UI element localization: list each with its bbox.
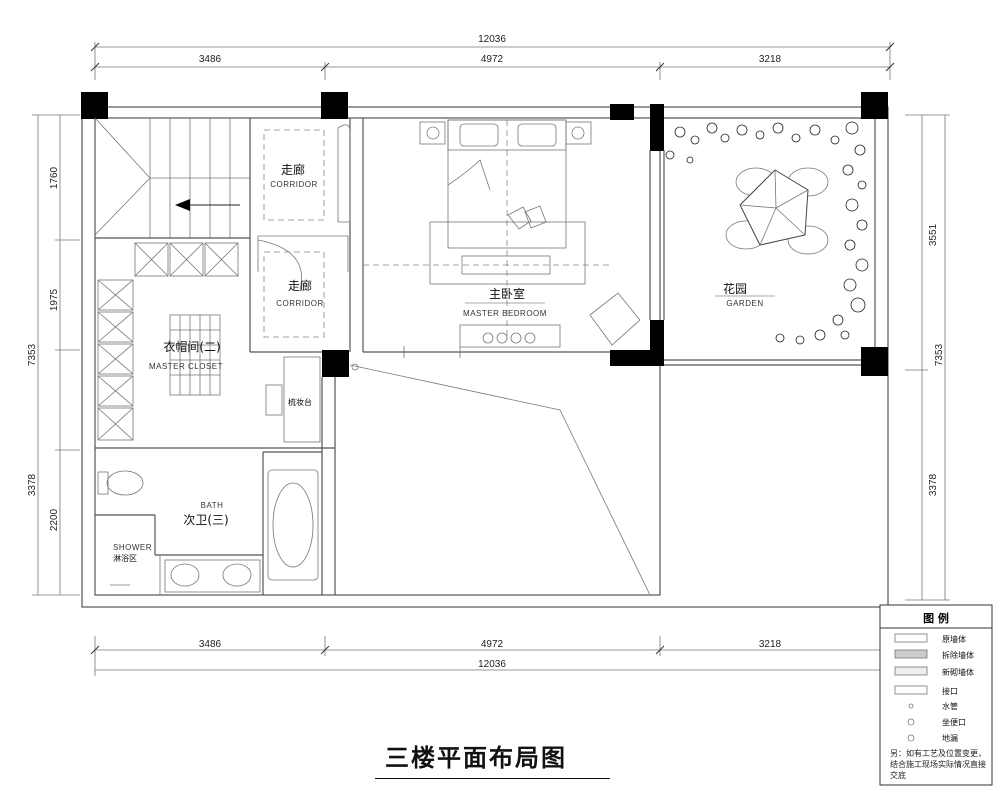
corridor-1-zone xyxy=(263,129,325,221)
legend-item-1: 原墙体 xyxy=(942,634,966,644)
master-bedroom-label-en: MASTER BEDROOM xyxy=(463,309,547,318)
dim-bottom-seg-3: 3218 xyxy=(759,639,782,650)
dim-left-total: 7353 xyxy=(27,343,38,366)
legend-item-7: 地漏 xyxy=(942,733,958,743)
dim-bottom-seg-2: 4972 xyxy=(481,639,504,650)
dim-right-total: 7353 xyxy=(934,343,945,366)
dim-right-seg-2: 3378 xyxy=(928,473,939,496)
closet-cabinets xyxy=(97,242,321,443)
dim-left-seg-4: 2200 xyxy=(49,508,60,531)
corridor-1-label: 走廊 xyxy=(281,162,305,177)
dim-top-seg-3: 3218 xyxy=(759,54,782,65)
corridor-2-zone xyxy=(263,251,325,338)
dim-top-total: 12036 xyxy=(478,34,506,45)
dresser-label: 梳妆台 xyxy=(288,397,312,407)
bath-label: 次卫(三) xyxy=(183,513,228,527)
corridor-2-label-en: CORRIDOR xyxy=(276,299,324,308)
dim-bottom-seg-1: 3486 xyxy=(199,639,222,650)
closet-label: 衣帽间(二) xyxy=(163,339,220,354)
interior-walls xyxy=(95,118,665,595)
legend-title: 图 例 xyxy=(923,611,949,625)
master-bedroom-furniture xyxy=(363,119,641,348)
dim-left-seg-1: 1760 xyxy=(49,166,60,189)
garden-furniture xyxy=(725,167,829,255)
shower-label: 淋浴区 xyxy=(113,553,137,563)
left-dimension-lines xyxy=(32,114,80,596)
garden-plants xyxy=(665,121,869,345)
staircase xyxy=(94,117,250,238)
right-dimension-lines xyxy=(905,114,950,601)
master-bedroom-label: 主卧室 xyxy=(489,286,525,301)
dim-right-seg-1: 3551 xyxy=(928,223,939,246)
corridor-1-label-en: CORRIDOR xyxy=(270,180,318,189)
legend-item-3: 新砌墙体 xyxy=(942,667,974,677)
corridor-2-label: 走廊 xyxy=(288,278,312,293)
legend-note: 另：如有工艺及位置变更，结合施工现场实际情况直接交底 xyxy=(890,749,986,780)
legend-item-6: 坐便口 xyxy=(942,717,966,727)
dim-top-seg-1: 3486 xyxy=(199,54,222,65)
structural-columns xyxy=(81,92,888,377)
garden-label-en: GARDEN xyxy=(726,299,763,308)
dim-top-seg-2: 4972 xyxy=(481,54,504,65)
garden-label: 花园 xyxy=(723,281,747,296)
plan-title-underline xyxy=(375,778,610,779)
closet-label-en: MASTER CLOSET xyxy=(149,362,223,371)
dim-bottom-total: 12036 xyxy=(478,659,506,670)
bath-label-en: BATH xyxy=(201,501,224,510)
dim-left-seg-2: 1975 xyxy=(49,288,60,311)
dim-left-seg-3: 3378 xyxy=(27,473,38,496)
shower-label-en: SHOWER xyxy=(113,543,152,552)
legend-box xyxy=(879,604,993,786)
top-dimension-lines xyxy=(90,42,895,80)
corridor-1-cabinet xyxy=(337,124,351,223)
door-swing xyxy=(257,239,302,291)
legend-item-2: 拆除墙体 xyxy=(942,650,974,660)
bathroom-fixtures xyxy=(97,469,319,593)
plan-title: 三楼平面布局图 xyxy=(385,744,567,772)
legend-item-4: 接口 xyxy=(942,686,958,696)
legend-item-5: 水管 xyxy=(942,701,958,711)
lower-void xyxy=(349,363,651,596)
corridor-2-door-frame xyxy=(257,235,349,272)
